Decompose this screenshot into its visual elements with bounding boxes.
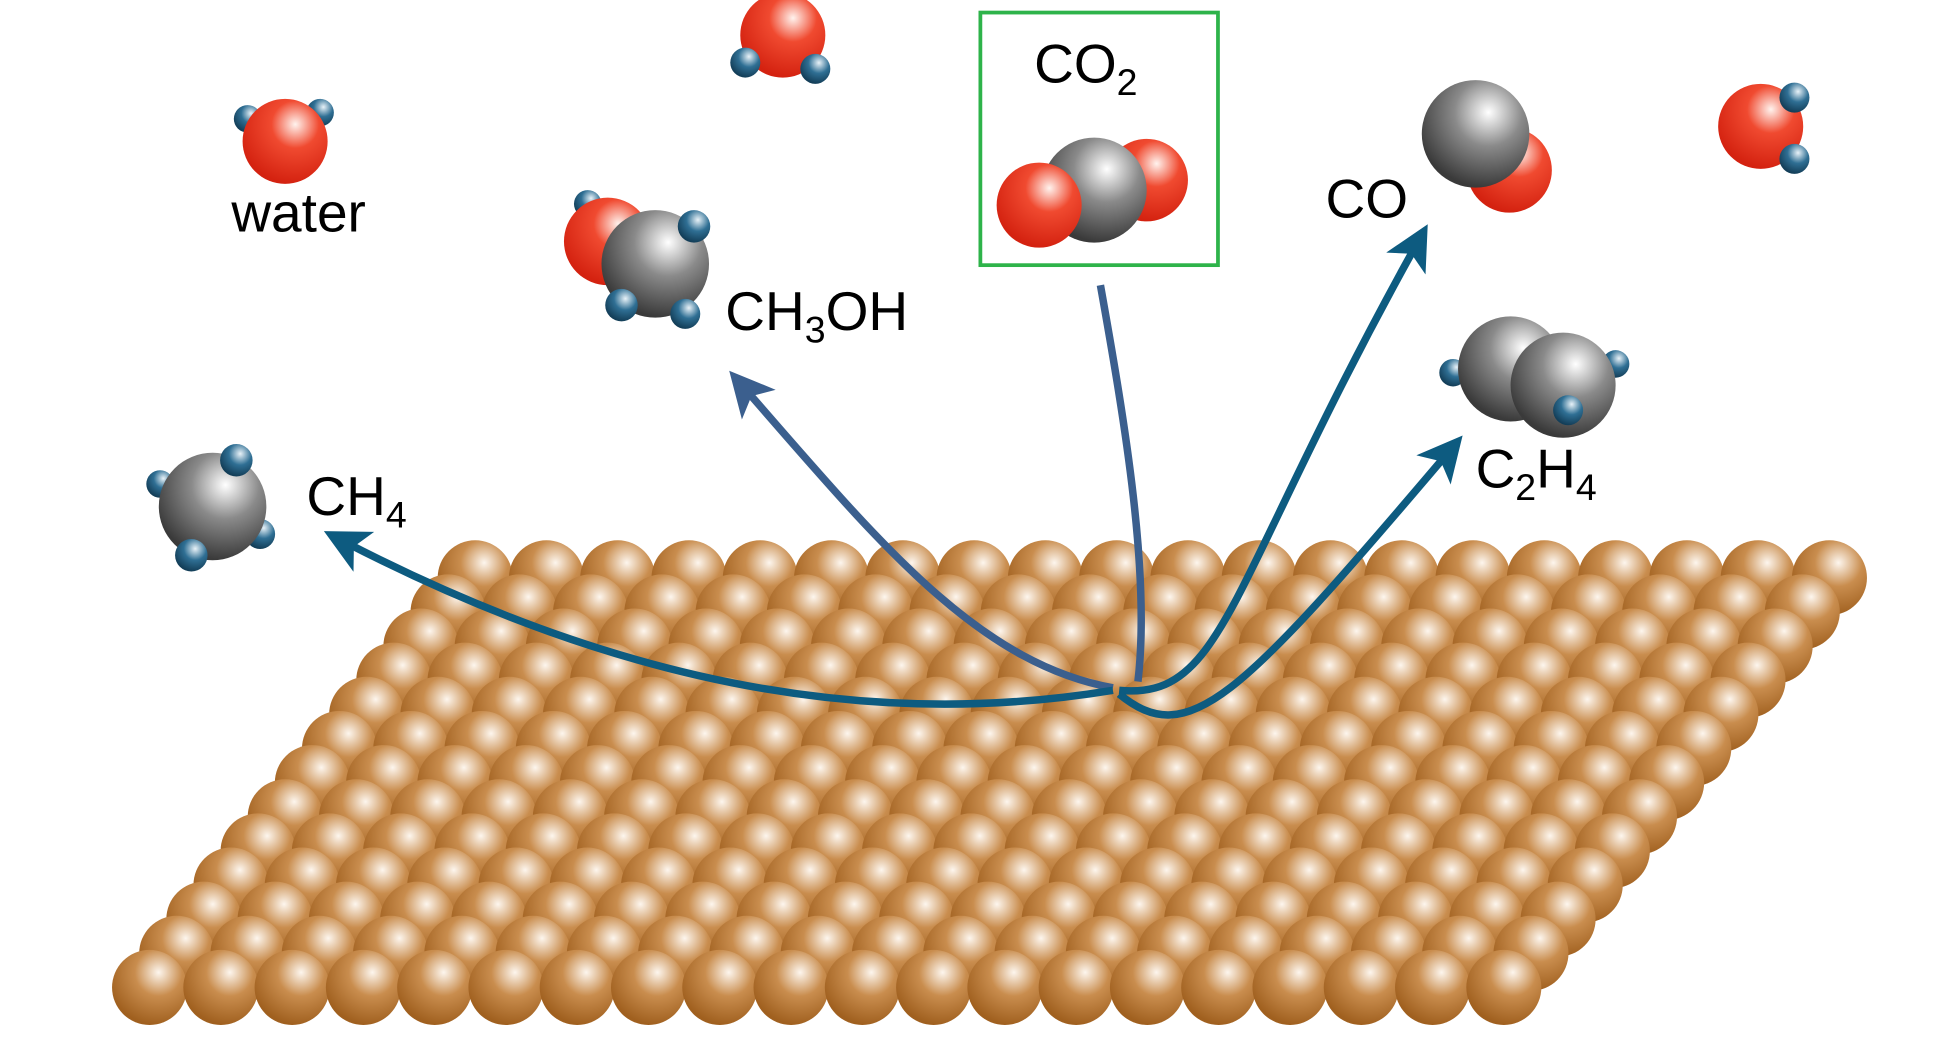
label-methanol: CH3OH bbox=[725, 280, 908, 351]
copper-atom bbox=[397, 949, 473, 1025]
label-co2: CO2 bbox=[1034, 33, 1137, 104]
water-molecule bbox=[730, 0, 831, 84]
copper-atom bbox=[183, 949, 259, 1025]
co-molecule bbox=[1421, 80, 1552, 213]
water-molecule bbox=[233, 98, 334, 184]
co2-adsorption-path bbox=[1096, 284, 1146, 682]
arrow-to-methanol bbox=[729, 370, 1114, 692]
copper-atom bbox=[1038, 949, 1114, 1025]
label-water: water bbox=[230, 181, 366, 243]
copper-atom bbox=[896, 949, 972, 1025]
label-methane: CH4 bbox=[306, 465, 406, 536]
copper-surface-lattice bbox=[112, 540, 1867, 1025]
label-co: CO bbox=[1326, 168, 1409, 230]
copper-atom bbox=[254, 949, 330, 1025]
co2-highlight-box bbox=[978, 10, 1220, 268]
copper-atom bbox=[967, 949, 1043, 1025]
copper-atom bbox=[753, 949, 829, 1025]
copper-atom bbox=[682, 949, 758, 1025]
copper-atom bbox=[1109, 949, 1185, 1025]
methane-molecule bbox=[146, 443, 276, 572]
copper-atom bbox=[468, 949, 544, 1025]
arrow-to-co bbox=[1118, 224, 1428, 695]
copper-atom bbox=[1252, 949, 1328, 1025]
copper-atom bbox=[1395, 949, 1471, 1025]
arrow-to-methane bbox=[323, 531, 1114, 708]
copper-atom bbox=[325, 949, 401, 1025]
copper-atom bbox=[1466, 949, 1542, 1025]
ethylene-molecule bbox=[1439, 316, 1630, 438]
methanol-molecule bbox=[563, 190, 711, 329]
copper-atom bbox=[539, 949, 615, 1025]
copper-atom bbox=[1181, 949, 1257, 1025]
copper-atom bbox=[112, 949, 188, 1025]
co2-molecule bbox=[996, 137, 1188, 248]
copper-atom bbox=[824, 949, 900, 1025]
copper-atom bbox=[1323, 949, 1399, 1025]
copper-atom bbox=[610, 949, 687, 1025]
label-ethylene: C2H4 bbox=[1476, 438, 1597, 509]
water-molecule bbox=[1718, 82, 1810, 174]
arrow-to-ethylene bbox=[1116, 435, 1463, 719]
